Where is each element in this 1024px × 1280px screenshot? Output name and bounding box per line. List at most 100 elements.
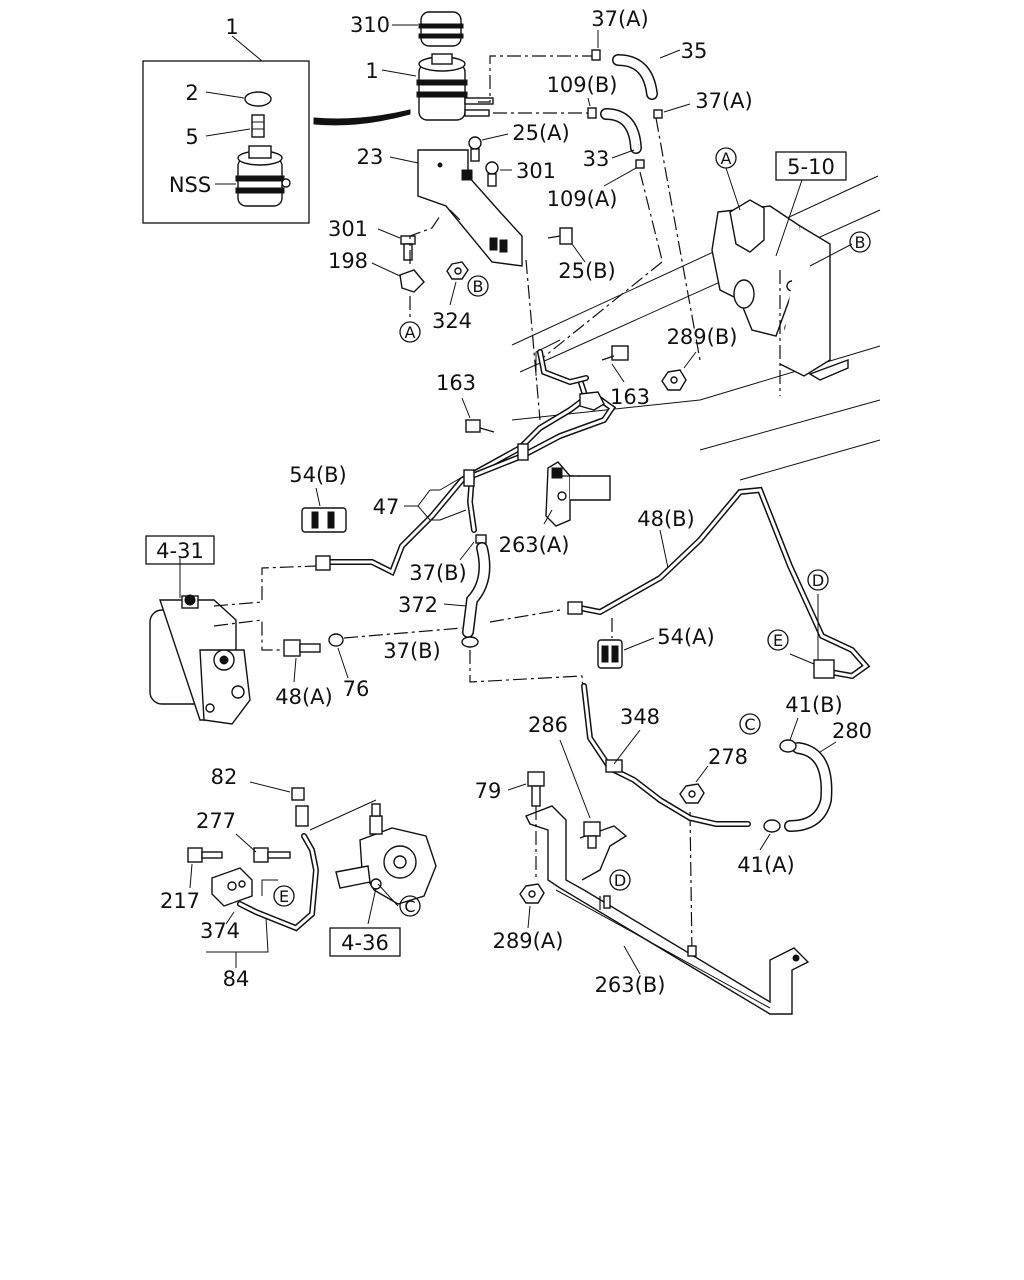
callout-79: 79 bbox=[475, 779, 502, 803]
bracket-263a bbox=[545, 461, 611, 527]
callout-109a: 109(A) bbox=[547, 187, 618, 211]
callout-76: 76 bbox=[343, 677, 370, 701]
ref-box-5-10: 5-10 bbox=[775, 151, 847, 181]
nut-289a bbox=[519, 883, 545, 904]
callout-280: 280 bbox=[832, 719, 872, 743]
pipe-84 bbox=[237, 805, 320, 932]
callout-nss: NSS bbox=[169, 173, 211, 197]
bolt-286 bbox=[583, 821, 601, 849]
callout-289a: 289(A) bbox=[493, 929, 564, 953]
reservoir-cap-310 bbox=[418, 11, 464, 47]
callout-41a: 41(A) bbox=[737, 853, 794, 877]
clip-e-frame bbox=[813, 659, 835, 679]
callout-48b: 48(B) bbox=[637, 507, 695, 531]
clamp-109a bbox=[635, 159, 645, 169]
reservoir-bracket-23 bbox=[417, 149, 523, 267]
bolt-163-right bbox=[601, 345, 629, 361]
bolt-301-right bbox=[485, 161, 499, 187]
bolt-25b bbox=[547, 227, 573, 245]
clamp-41b bbox=[779, 739, 797, 753]
bolt-25a bbox=[468, 136, 482, 162]
callout-163-right: 163 bbox=[610, 385, 650, 409]
callout-54a: 54(A) bbox=[657, 625, 714, 649]
steering-gearbox bbox=[149, 594, 251, 725]
hose-280 bbox=[784, 742, 833, 832]
frame-rail bbox=[511, 175, 881, 481]
callout-23: 23 bbox=[357, 145, 384, 169]
callout-263a: 263(A) bbox=[499, 533, 570, 557]
bolt-277 bbox=[253, 847, 291, 863]
marker-e-clip: E bbox=[767, 629, 789, 651]
svg-text:B: B bbox=[855, 233, 866, 252]
ref-box-4-31: 4-31 bbox=[145, 535, 215, 565]
frame-mount-bracket bbox=[711, 199, 849, 381]
callout-33: 33 bbox=[583, 147, 610, 171]
svg-text:E: E bbox=[773, 631, 783, 650]
callout-35: 35 bbox=[681, 39, 708, 63]
svg-text:A: A bbox=[721, 149, 732, 168]
hose-35 bbox=[612, 54, 658, 100]
callout-54b: 54(B) bbox=[289, 463, 347, 487]
callout-1-kit: 1 bbox=[225, 15, 238, 39]
callout-37b-lower: 37(B) bbox=[383, 639, 441, 663]
bracket-263b bbox=[525, 805, 810, 1015]
clamp-41a bbox=[763, 819, 781, 833]
callout-25b: 25(B) bbox=[558, 259, 616, 283]
bolt-301-left bbox=[400, 235, 416, 261]
nss-reservoir-part bbox=[235, 145, 291, 207]
callout-37a-top: 37(A) bbox=[591, 7, 648, 31]
callout-48a: 48(A) bbox=[275, 685, 332, 709]
bolt-163-left bbox=[465, 419, 495, 433]
callout-25a: 25(A) bbox=[512, 121, 569, 145]
callout-348: 348 bbox=[620, 705, 660, 729]
svg-text:C: C bbox=[404, 897, 415, 916]
callout-310: 310 bbox=[350, 13, 390, 37]
marker-d-pipe: D bbox=[807, 569, 829, 591]
pressure-lines-47 bbox=[327, 349, 617, 577]
reservoir-body bbox=[416, 53, 494, 121]
marker-b-bracket: B bbox=[467, 275, 489, 297]
ref-4-31-label: 4-31 bbox=[156, 539, 204, 563]
callout-1-reservoir: 1 bbox=[365, 59, 378, 83]
nut-198 bbox=[399, 269, 425, 293]
cap-part bbox=[244, 91, 272, 107]
marker-c-pump: C bbox=[399, 895, 421, 917]
callout-37b-upper: 37(B) bbox=[409, 561, 467, 585]
callout-198: 198 bbox=[328, 249, 368, 273]
callout-82: 82 bbox=[211, 765, 238, 789]
svg-text:C: C bbox=[744, 715, 755, 734]
clamp-37b-upper bbox=[475, 534, 487, 544]
marker-a-top: A bbox=[715, 147, 737, 169]
strainer-part bbox=[251, 114, 265, 138]
callout-263b: 263(B) bbox=[595, 973, 666, 997]
callout-47: 47 bbox=[373, 495, 400, 519]
callout-2: 2 bbox=[185, 81, 198, 105]
callout-301-right: 301 bbox=[516, 159, 556, 183]
seal-76 bbox=[328, 633, 344, 647]
bolt-217 bbox=[187, 847, 223, 863]
pipe-348 bbox=[581, 683, 751, 827]
marker-d-bracket: D bbox=[609, 869, 631, 891]
callout-37a-right: 37(A) bbox=[695, 89, 752, 113]
callout-278: 278 bbox=[708, 745, 748, 769]
callout-163-left: 163 bbox=[436, 371, 476, 395]
marker-b-frame: B bbox=[849, 231, 871, 253]
fitting-48a bbox=[283, 639, 321, 657]
callout-286: 286 bbox=[528, 713, 568, 737]
hose-372 bbox=[462, 542, 491, 638]
clip-54b bbox=[301, 507, 347, 533]
clip-82 bbox=[291, 787, 305, 801]
svg-text:A: A bbox=[405, 323, 416, 342]
clamp-109b bbox=[587, 107, 597, 119]
callout-301-left: 301 bbox=[328, 217, 368, 241]
ref-5-10-label: 5-10 bbox=[787, 155, 835, 179]
nut-278 bbox=[679, 783, 705, 804]
marker-e-pump: E bbox=[273, 885, 295, 907]
reservoir-kit-inset bbox=[142, 35, 310, 224]
callout-372: 372 bbox=[398, 593, 438, 617]
clamp-37a-top bbox=[591, 49, 601, 61]
callout-289b: 289(B) bbox=[667, 325, 738, 349]
callout-5: 5 bbox=[185, 125, 198, 149]
clip-54a bbox=[597, 639, 623, 669]
